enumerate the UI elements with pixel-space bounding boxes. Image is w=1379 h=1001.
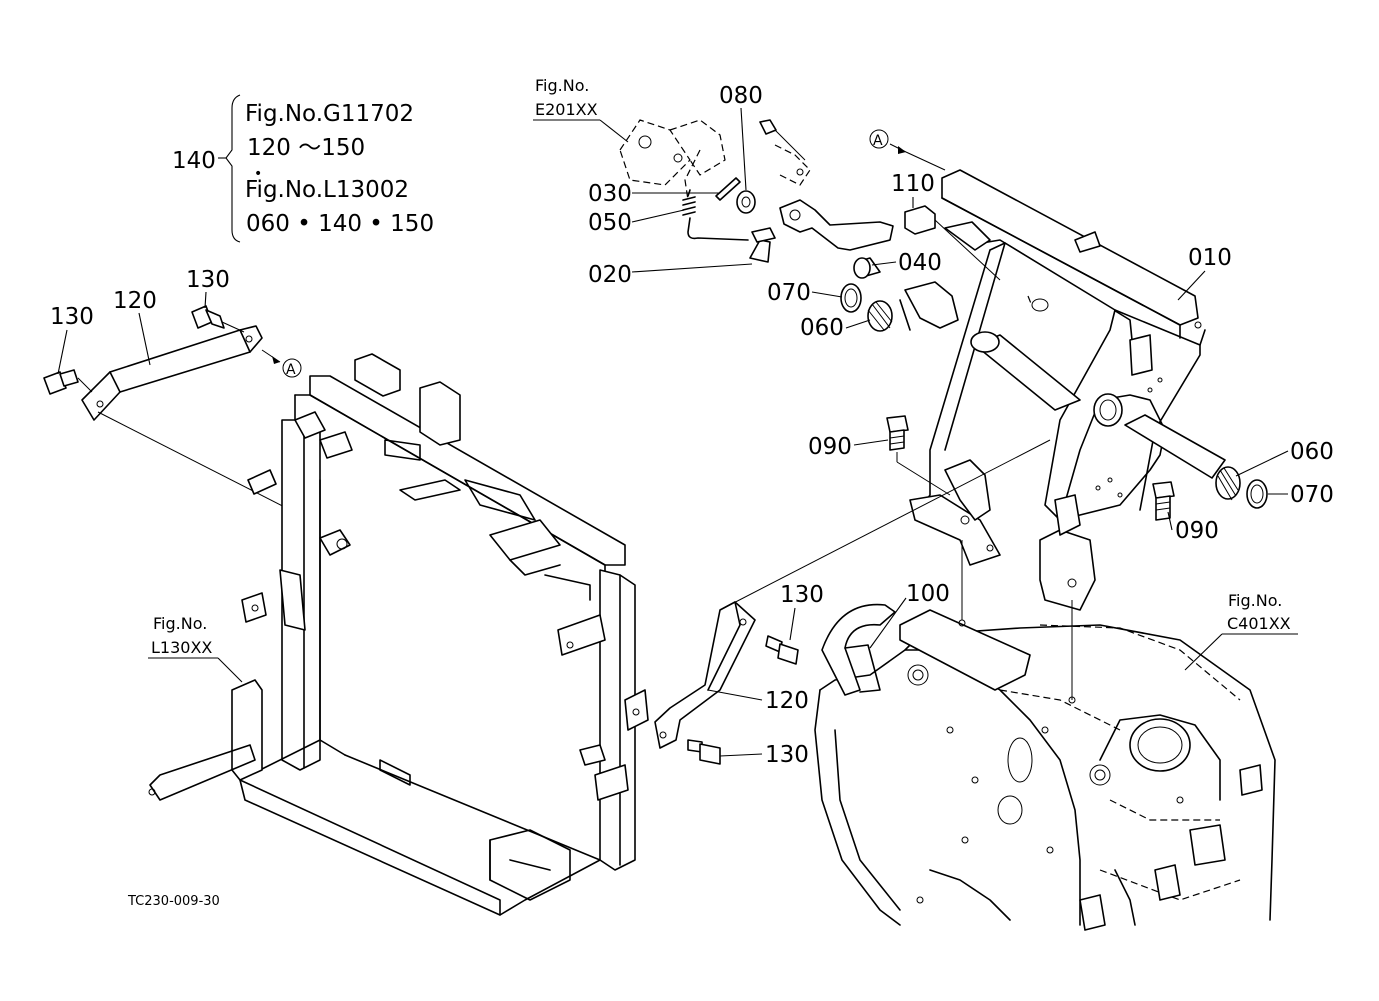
ref-e201-top: Fig.No. [535, 76, 589, 95]
bolt-090-left [886, 415, 951, 496]
label-060-top: 060 [800, 315, 844, 341]
label-130-left-b: 130 [186, 267, 230, 293]
ref-c401xx: Fig.No. C401XX [1184, 591, 1298, 671]
bolt-130-left-b [191, 305, 245, 333]
ref-l130-top: Fig.No. [153, 614, 207, 633]
pedal-assembly [682, 177, 959, 332]
frame [148, 353, 649, 916]
label-120-left: 120 [113, 288, 157, 314]
bolt-130-mid [765, 635, 799, 665]
label-010: 010 [1188, 245, 1232, 271]
label-090-left: 090 [808, 434, 852, 460]
bolt-090-right [1152, 481, 1175, 521]
label-090-right: 090 [1175, 518, 1219, 544]
label-130-mid: 130 [780, 582, 824, 608]
label-110: 110 [891, 171, 935, 197]
bracket-010 [909, 169, 1226, 611]
note-line-5: 060 • 140 • 150 [246, 211, 434, 237]
ref-e201-bottom: E201XX [535, 100, 598, 119]
label-070-top: 070 [767, 280, 811, 306]
note-line-2: 120 ～150 [247, 135, 365, 161]
callouts: 010 020 030 050 080 040 070 060 110 090 … [50, 83, 1334, 768]
hook-100 [821, 603, 896, 696]
marker-a-left-label: A [286, 362, 296, 378]
label-080: 080 [719, 83, 763, 109]
drawing-code: TC230-009-30 [127, 894, 220, 909]
stay-left [81, 325, 311, 521]
bolt-130-left-a [43, 369, 93, 395]
note-line-3: • [254, 166, 262, 182]
bolt-130-bottom [687, 739, 721, 765]
note-line-1: Fig.No.G11702 [245, 101, 414, 127]
ref-l130xx: Fig.No. L130XX [148, 614, 243, 683]
ref-l130-bottom: L130XX [151, 638, 212, 657]
label-100: 100 [906, 581, 950, 607]
marker-a-top: A [869, 129, 946, 171]
bearing-060-right [1215, 466, 1241, 501]
note-part-number: 140 [172, 148, 216, 174]
marker-a-top-label: A [873, 133, 883, 149]
label-120-right: 120 [765, 688, 809, 714]
ref-e201xx: Fig.No. E201XX [533, 76, 811, 201]
label-040: 040 [898, 250, 942, 276]
label-070-right: 070 [1290, 482, 1334, 508]
marker-a-left: A [261, 349, 302, 378]
reference-note: 140 Fig.No.G11702 120 ～150 • Fig.No.L130… [172, 94, 434, 243]
stay-right [654, 439, 1051, 749]
label-130-bottom: 130 [765, 742, 809, 768]
ref-c401-top: Fig.No. [1228, 591, 1282, 610]
ref-c401-bottom: C401XX [1227, 614, 1291, 633]
note-line-4: Fig.No.L13002 [245, 177, 409, 203]
label-130-left-a: 130 [50, 304, 94, 330]
label-030: 030 [588, 181, 632, 207]
label-060-right: 060 [1290, 439, 1334, 465]
seal-070-right [1246, 479, 1268, 509]
clip-110 [904, 205, 1001, 281]
label-050: 050 [588, 210, 632, 236]
label-020: 020 [588, 262, 632, 288]
transmission-case [814, 540, 1276, 931]
